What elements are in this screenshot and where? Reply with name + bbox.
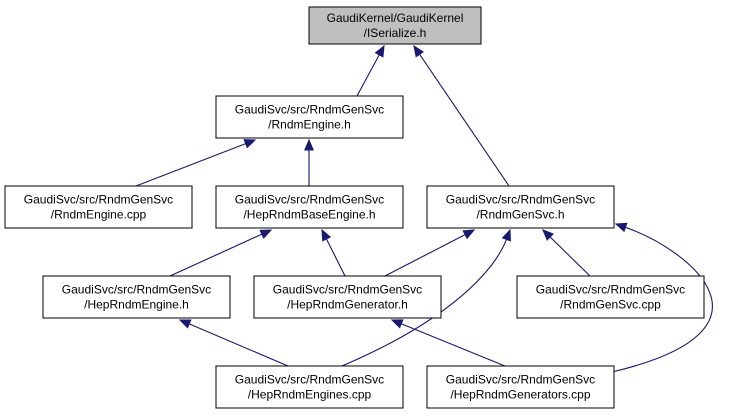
edge-rndmgensvc-h-to-iserialize (413, 44, 510, 187)
edge-rndmengine-h-to-iserialize (356, 44, 385, 97)
node-label-line: GaudiSvc/src/RndmGenSvc (536, 283, 685, 297)
arrowhead (243, 139, 257, 149)
node-rndmengine-h[interactable]: GaudiSvc/src/RndmGenSvc/RndmEngine.h (215, 95, 404, 139)
edge-line (325, 238, 346, 277)
edge-heprndmengine-h-to-heprndmbaseengine-h (169, 229, 273, 277)
node-label-line: GaudiSvc/src/RndmGenSvc (273, 283, 422, 297)
arrowhead (259, 229, 273, 239)
node-iserialize[interactable]: GaudiKernel/GaudiKernel/ISerialize.h (308, 6, 482, 45)
node-label-line: GaudiSvc/src/RndmGenSvc (235, 103, 384, 117)
node-layer: GaudiKernel/GaudiKernel/ISerialize.hGaud… (4, 6, 705, 409)
edge-layer (135, 44, 713, 373)
node-box (253, 275, 442, 319)
node-box (308, 6, 482, 45)
node-label-line: /HepRndmGenerators.cpp (450, 388, 590, 402)
node-label-line: GaudiSvc/src/RndmGenSvc (235, 193, 384, 207)
node-label-line: /HepRndmEngine.h (84, 298, 189, 312)
edge-line (356, 54, 380, 97)
edge-line (135, 143, 246, 187)
node-heprndmengine-h[interactable]: GaudiSvc/src/RndmGenSvc/HepRndmEngine.h (42, 275, 231, 319)
arrowhead (542, 229, 554, 241)
node-rndmgensvc-cpp[interactable]: GaudiSvc/src/RndmGenSvc/RndmGenSvc.cpp (516, 275, 705, 319)
node-rndmgensvc-h[interactable]: GaudiSvc/src/RndmGenSvc/RndmGenSvc.h (426, 185, 615, 229)
edge-rndmengine-cpp-to-rndmengine-h (135, 139, 257, 187)
arrowhead (614, 222, 628, 233)
edge-heprndmgenerators-cpp-to-heprndmgenerator-h (390, 319, 506, 367)
edge-heprndmengines-cpp-to-rndmgensvc-h (341, 228, 511, 367)
node-label-line: GaudiSvc/src/RndmGenSvc (446, 193, 595, 207)
node-label-line: /RndmEngine.cpp (51, 208, 147, 222)
node-label-line: /HepRndmBaseEngine.h (243, 208, 375, 222)
node-label-line: GaudiSvc/src/RndmGenSvc (446, 373, 595, 387)
edge-line (611, 226, 713, 373)
edge-heprndmgenerator-h-to-heprndmbaseengine-h (321, 228, 346, 277)
edge-heprndmengines-cpp-to-heprndmengine-h (178, 319, 289, 367)
edge-line (419, 53, 510, 187)
arrowhead (390, 319, 404, 329)
node-label-line: /RndmGenSvc.h (476, 208, 564, 222)
node-label-line: GaudiKernel/GaudiKernel (327, 11, 464, 25)
node-heprndmbaseengine-h[interactable]: GaudiSvc/src/RndmGenSvc/HepRndmBaseEngin… (215, 185, 404, 229)
node-label-line: /ISerialize.h (364, 26, 427, 40)
node-label-line: GaudiSvc/src/RndmGenSvc (235, 373, 384, 387)
node-box (42, 275, 231, 319)
edge-line (384, 234, 466, 277)
node-box (215, 185, 404, 229)
node-label-line: /RndmEngine.h (268, 118, 351, 132)
node-heprndmengines-cpp[interactable]: GaudiSvc/src/RndmGenSvc/HepRndmEngines.c… (215, 365, 404, 409)
arrowhead (304, 138, 314, 151)
node-heprndmgenerator-h[interactable]: GaudiSvc/src/RndmGenSvc/HepRndmGenerator… (253, 275, 442, 319)
node-box (426, 365, 615, 409)
arrowhead (178, 319, 192, 329)
node-label-line: /HepRndmEngines.cpp (248, 388, 372, 402)
edge-line (341, 239, 508, 367)
edge-line (188, 323, 289, 367)
edge-line (169, 233, 263, 277)
edge-heprndmgenerator-h-to-rndmgensvc-h (384, 229, 476, 277)
node-label-line: /HepRndmGenerator.h (287, 298, 408, 312)
edge-heprndmbaseengine-h-to-rndmengine-h (304, 138, 314, 186)
node-box (516, 275, 705, 319)
arrowhead (501, 228, 511, 242)
node-box (4, 185, 193, 229)
node-box (426, 185, 615, 229)
node-heprndmgenerators-cpp[interactable]: GaudiSvc/src/RndmGenSvc/HepRndmGenerator… (426, 365, 615, 409)
node-label-line: GaudiSvc/src/RndmGenSvc (62, 283, 211, 297)
arrowhead (413, 44, 424, 58)
edge-line (549, 236, 591, 277)
edge-line (401, 323, 506, 367)
node-box (215, 365, 404, 409)
arrowhead (321, 228, 332, 242)
edge-heprndmgenerators-cpp-to-rndmgensvc-h (611, 222, 713, 373)
node-label-line: /RndmGenSvc.cpp (560, 298, 661, 312)
edge-rndmgensvc-cpp-to-rndmgensvc-h (542, 229, 591, 277)
arrowhead (374, 44, 385, 58)
node-box (215, 95, 404, 139)
node-label-line: GaudiSvc/src/RndmGenSvc (24, 193, 173, 207)
node-rndmengine-cpp[interactable]: GaudiSvc/src/RndmGenSvc/RndmEngine.cpp (4, 185, 193, 229)
arrowhead (462, 229, 476, 240)
